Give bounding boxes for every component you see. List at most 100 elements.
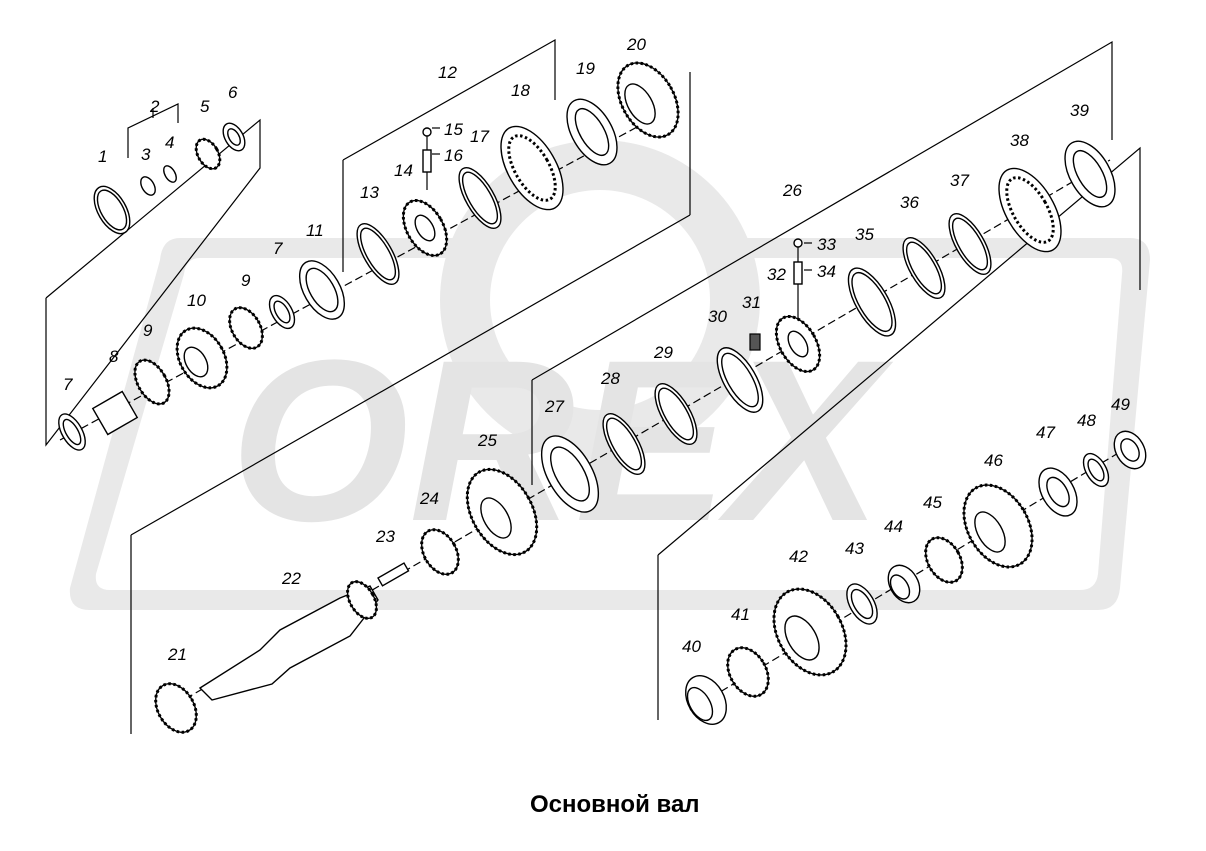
part-19 [566,98,618,166]
part-32-hub [774,315,822,373]
part-9a-bearing [133,358,171,406]
label-48: 48 [1077,411,1096,430]
part-7b [268,294,296,330]
label-7a: 7 [63,375,73,394]
part-24-bearing [420,528,460,576]
part-43 [846,583,878,625]
part-3 [140,176,156,196]
part-6 [222,122,246,152]
part-8-sleeve [91,390,139,436]
label-44: 44 [884,517,903,536]
part-23-pin [377,562,410,587]
label-22: 22 [281,569,301,588]
label-15: 15 [444,120,463,139]
part-5-gear [194,137,222,171]
part-40-sleeve [685,675,727,725]
label-26: 26 [782,181,802,200]
part-41-bearing [726,646,770,698]
part-42-gear [772,587,848,677]
label-41: 41 [731,605,750,624]
part-44-sleeve [887,564,921,604]
part-31 [749,333,761,351]
label-10: 10 [187,291,206,310]
part-13 [356,223,400,285]
label-33: 33 [817,235,836,254]
label-2: 2 [149,97,160,116]
label-4: 4 [165,133,174,152]
part-21-bearing [154,682,198,734]
part-ring-1 [93,185,131,235]
label-38: 38 [1010,131,1029,150]
label-49: 49 [1111,395,1130,414]
label-5: 5 [200,97,210,116]
part-11 [298,260,346,320]
part-7a [58,413,86,451]
part-45-bearing [924,536,964,584]
part-48 [1082,452,1110,488]
part-25-gear [465,467,539,557]
part-35 [847,267,897,337]
label-46: 46 [984,451,1003,470]
label-16: 16 [444,146,463,165]
part-49 [1113,430,1147,470]
label-20: 20 [626,35,646,54]
part-39 [1064,140,1116,208]
label-43: 43 [845,539,864,558]
part-36 [902,237,946,299]
label-25: 25 [477,431,497,450]
label-27: 27 [544,397,564,416]
part-20-gear [616,61,680,139]
label-40: 40 [682,637,701,656]
label-1: 1 [98,147,107,166]
diagram-caption: Основной вал [530,791,700,818]
label-47: 47 [1036,423,1055,442]
part-27 [540,435,600,513]
label-17: 17 [470,127,489,146]
leader-lines [152,108,812,271]
part-15-16-pin [422,127,432,190]
label-12: 12 [438,63,457,82]
label-23: 23 [375,527,395,546]
part-17 [458,167,502,229]
label-3: 3 [141,145,151,164]
label-36: 36 [900,193,919,212]
label-24: 24 [419,489,439,508]
label-45: 45 [923,493,942,512]
part-18 [500,125,564,211]
part-28 [602,413,646,475]
label-34: 34 [817,262,836,281]
part-4 [163,165,177,183]
label-31: 31 [742,293,761,312]
label-13: 13 [360,183,379,202]
label-28: 28 [600,369,620,388]
label-30: 30 [708,307,727,326]
label-29: 29 [653,343,673,362]
label-18: 18 [511,81,530,100]
label-7b: 7 [273,239,283,258]
label-32: 32 [767,265,786,284]
label-9b: 9 [241,271,251,290]
part-22-shaft [198,580,379,701]
label-35: 35 [855,225,874,244]
label-19: 19 [576,59,595,78]
part-46-gear [962,483,1034,569]
part-14-hub [401,199,449,257]
callout-labels: 1 2 3 4 5 6 7 7 8 9 9 10 11 12 13 14 15 … [63,35,1130,664]
part-9b-bearing [228,306,264,350]
part-10-gear [175,326,229,390]
label-21: 21 [167,645,187,664]
label-14: 14 [394,161,413,180]
label-42: 42 [789,547,808,566]
label-6: 6 [228,83,238,102]
part-47-bearing [1038,467,1078,517]
part-30 [716,347,764,413]
label-37: 37 [950,171,969,190]
label-9a: 9 [143,321,153,340]
part-29 [654,383,698,445]
label-11: 11 [306,221,324,240]
part-33-34-pin [793,238,803,320]
label-39: 39 [1070,101,1089,120]
part-37 [948,213,992,275]
part-38 [998,167,1062,253]
